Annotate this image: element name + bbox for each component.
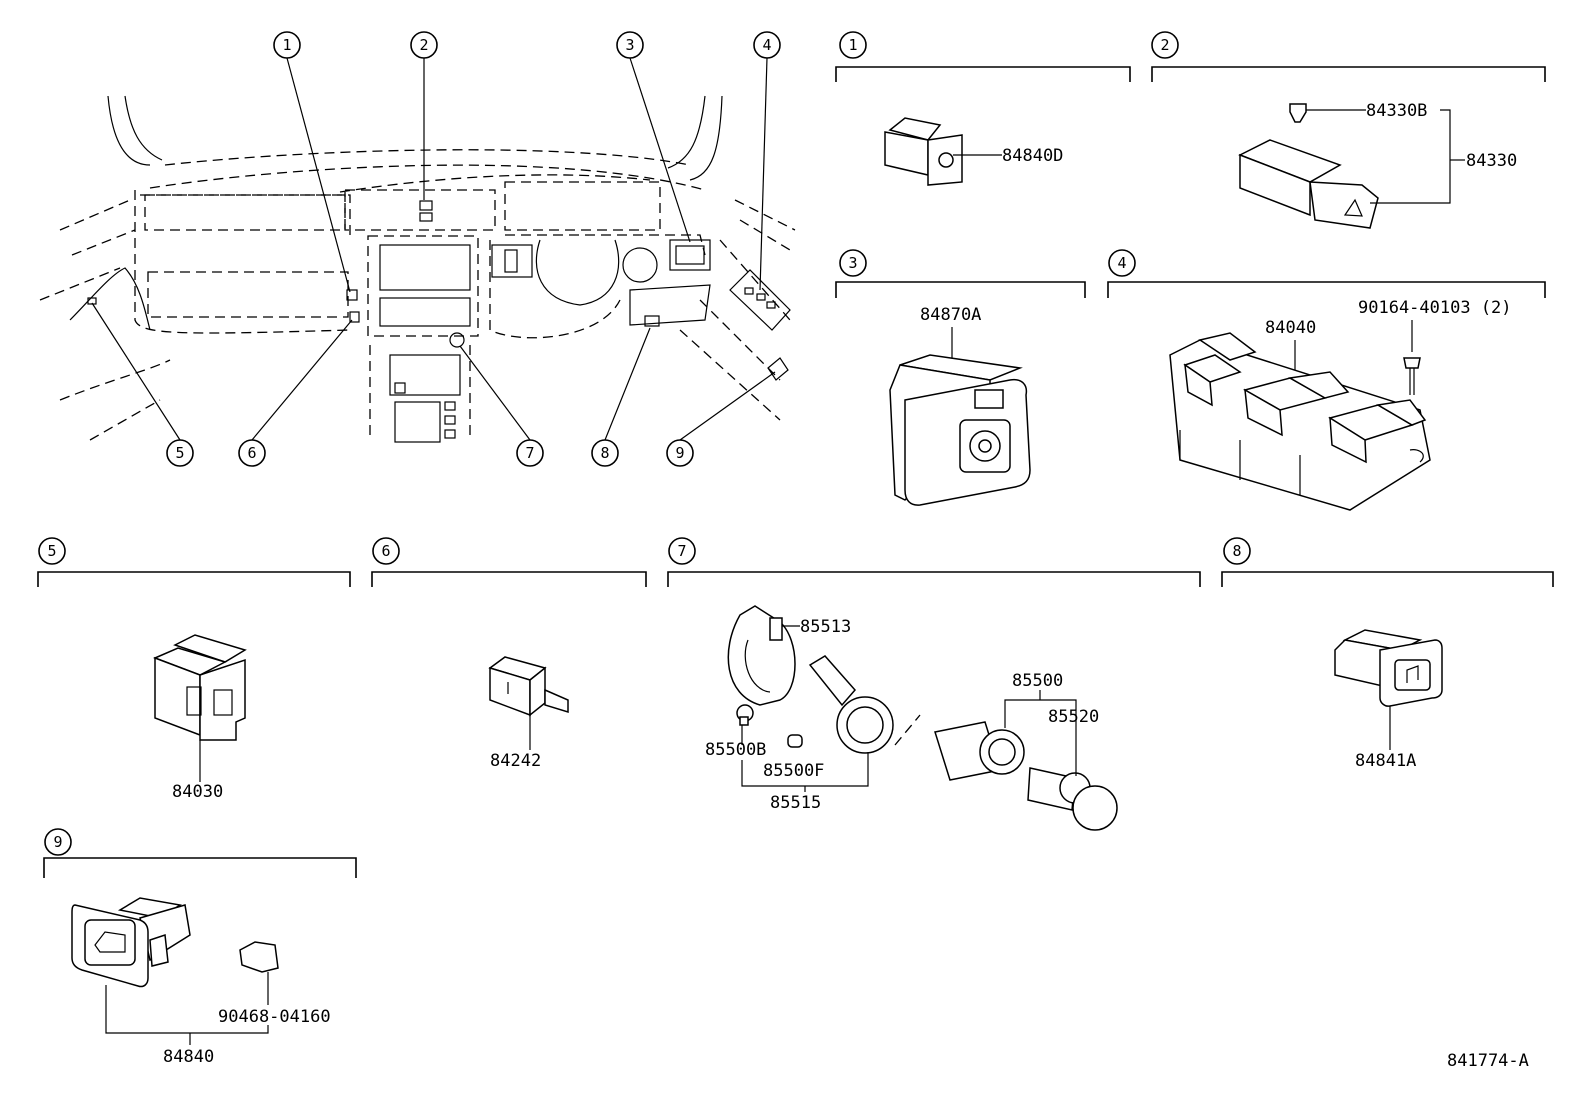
dashboard-overview: 1 2 3 4 5 6 7 8 9	[39, 31, 796, 467]
part-84870A-mirror-switch	[889, 354, 1031, 506]
part-number-85500: 85500	[1012, 671, 1063, 691]
part-number-84030: 84030	[172, 782, 223, 802]
section-2: 2 84330B 84330	[1151, 31, 1546, 229]
svg-text:2: 2	[419, 36, 428, 54]
svg-text:1: 1	[848, 36, 857, 54]
part-number-85513: 85513	[800, 617, 851, 637]
svg-text:8: 8	[600, 444, 609, 462]
part-number-84330B: 84330B	[1366, 101, 1427, 121]
section-1: 1 84840D	[835, 31, 1131, 186]
section-3: 3 84870A	[835, 249, 1086, 506]
part-number-84242: 84242	[490, 751, 541, 771]
svg-text:3: 3	[848, 254, 857, 272]
callout-3: 3	[616, 31, 644, 59]
part-number-90468-04160: 90468-04160	[218, 1007, 331, 1027]
callout-8: 8	[591, 439, 619, 467]
callout-9: 9	[666, 439, 694, 467]
callout-1: 1	[273, 31, 301, 59]
part-84330-hazard-switch	[1238, 139, 1379, 229]
part-number-85500F: 85500F	[763, 761, 824, 781]
section-7: 7 85513 85500B 85500F 85515	[667, 537, 1201, 831]
part-85500-socket	[934, 721, 1025, 781]
svg-text:5: 5	[47, 542, 56, 560]
svg-text:6: 6	[381, 542, 390, 560]
part-number-84330: 84330	[1466, 151, 1517, 171]
section-5: 5 84030	[37, 537, 351, 802]
svg-text:9: 9	[53, 833, 62, 851]
part-84840D-switch	[884, 117, 963, 186]
part-number-85520: 85520	[1048, 707, 1099, 727]
section-4: 4 90164-40103 (2) 84040	[1107, 249, 1546, 511]
svg-text:1: 1	[282, 36, 291, 54]
part-85513-bracket	[727, 605, 796, 706]
part-90164-screw	[1403, 357, 1421, 395]
part-number-84840: 84840	[163, 1047, 214, 1067]
part-84840-switch	[71, 897, 191, 988]
part-84841A-switch	[1334, 629, 1443, 707]
svg-text:5: 5	[175, 444, 184, 462]
callout-5: 5	[166, 439, 194, 467]
svg-text:9: 9	[675, 444, 684, 462]
part-84040-power-window-switch	[1169, 332, 1431, 511]
part-number-84040: 84040	[1265, 318, 1316, 338]
svg-text:7: 7	[677, 542, 686, 560]
part-84242-door-switch	[488, 656, 569, 717]
callout-7: 7	[516, 439, 544, 467]
svg-text:4: 4	[1117, 254, 1126, 272]
callout-6: 6	[238, 439, 266, 467]
part-85500B-bulb	[736, 704, 754, 726]
part-number-84840D: 84840D	[1002, 146, 1063, 166]
callout-2: 2	[410, 31, 438, 59]
part-85520-lighter	[1027, 767, 1118, 831]
part-84030-switch	[153, 634, 247, 741]
part-85500F-cap	[787, 734, 803, 748]
svg-text:7: 7	[525, 444, 534, 462]
svg-text:3: 3	[625, 36, 634, 54]
part-90468-clip	[239, 941, 279, 973]
svg-text:8: 8	[1232, 542, 1241, 560]
callout-4: 4	[753, 31, 781, 59]
section-9: 9 90468-04160 84840	[43, 828, 357, 1067]
part-number-85515: 85515	[770, 793, 821, 813]
svg-text:6: 6	[247, 444, 256, 462]
part-number-84841A: 84841A	[1355, 751, 1416, 771]
svg-text:4: 4	[762, 36, 771, 54]
part-number-85500B: 85500B	[705, 740, 766, 760]
part-number-90164-40103: 90164-40103 (2)	[1358, 298, 1512, 318]
part-number-84870A: 84870A	[920, 305, 981, 325]
diagram-id: 841774-A	[1447, 1051, 1529, 1071]
section-6: 6 84242	[371, 537, 647, 771]
part-84330B-bulb	[1289, 103, 1307, 123]
svg-text:2: 2	[1160, 36, 1169, 54]
section-8: 8 84841A	[1221, 537, 1554, 771]
part-85515-ring	[808, 655, 894, 754]
